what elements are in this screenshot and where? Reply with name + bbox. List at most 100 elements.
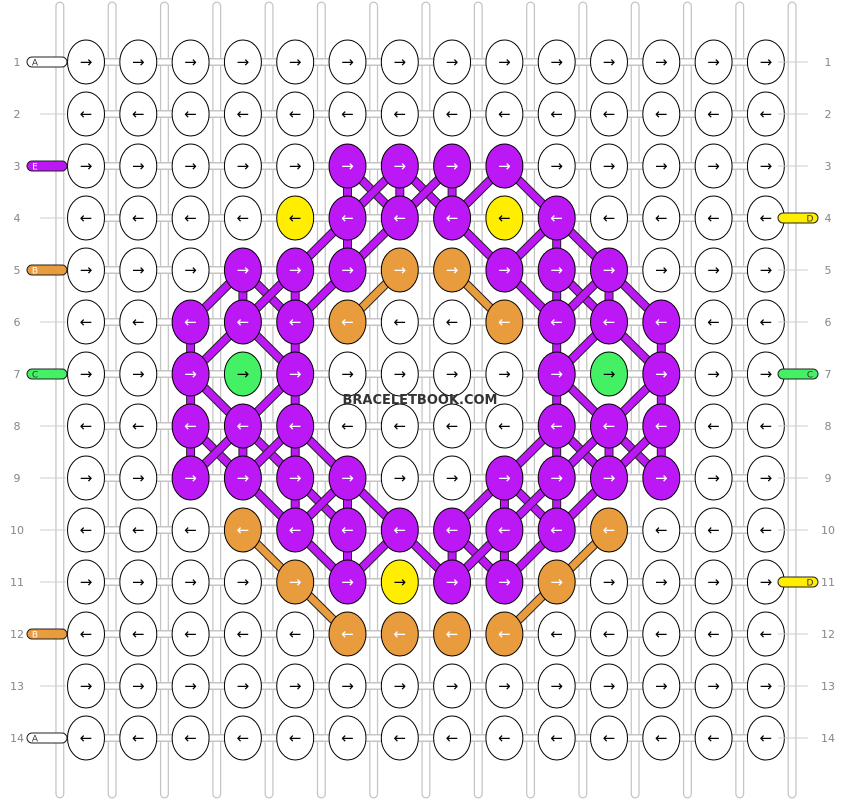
knot-oval bbox=[694, 611, 733, 657]
arrow-right-icon: → bbox=[80, 677, 93, 695]
knot-oval bbox=[694, 663, 733, 709]
knot: ← bbox=[223, 195, 262, 241]
knot-oval bbox=[642, 143, 681, 189]
arrow-right-icon: → bbox=[550, 261, 563, 279]
arrow-left-icon: ← bbox=[289, 729, 302, 747]
knot-oval bbox=[485, 39, 524, 85]
knot: → bbox=[119, 247, 158, 293]
knot-oval bbox=[694, 507, 733, 553]
arrow-left-icon: ← bbox=[603, 729, 616, 747]
arrow-left-icon: ← bbox=[655, 625, 668, 643]
arrow-right-icon: → bbox=[655, 573, 668, 591]
knot: ← bbox=[694, 299, 733, 345]
string-swatch-left: B bbox=[26, 628, 68, 641]
arrow-left-icon: ← bbox=[394, 625, 407, 643]
arrow-left-icon: ← bbox=[655, 313, 668, 331]
knot: ← bbox=[590, 91, 628, 137]
knot: → bbox=[694, 247, 733, 293]
arrow-right-icon: → bbox=[341, 573, 354, 591]
arrow-left-icon: ← bbox=[289, 105, 302, 123]
arrow-left-icon: ← bbox=[655, 417, 668, 435]
knot: → bbox=[119, 351, 158, 397]
knot-oval bbox=[590, 507, 628, 553]
knot: ← bbox=[119, 403, 158, 449]
knot: ← bbox=[537, 403, 576, 449]
arrow-right-icon: → bbox=[184, 53, 197, 71]
knot-oval bbox=[485, 247, 524, 293]
row-label-left: 11 bbox=[10, 576, 24, 589]
knot: → bbox=[67, 663, 105, 709]
knot: → bbox=[590, 663, 628, 709]
arrow-left-icon: ← bbox=[603, 625, 616, 643]
knot-oval bbox=[642, 91, 681, 137]
knot: → bbox=[746, 351, 785, 397]
row-label-right: 1 bbox=[825, 56, 832, 69]
knot: ← bbox=[590, 715, 628, 761]
arrow-right-icon: → bbox=[289, 261, 302, 279]
knot: → bbox=[746, 559, 785, 605]
knot: ← bbox=[328, 403, 367, 449]
arrow-left-icon: ← bbox=[184, 729, 197, 747]
arrow-right-icon: → bbox=[80, 261, 93, 279]
knot-oval bbox=[433, 507, 472, 553]
knot: → bbox=[223, 351, 262, 397]
arrow-left-icon: ← bbox=[550, 209, 563, 227]
arrow-right-icon: → bbox=[132, 157, 145, 175]
knot-oval bbox=[537, 403, 576, 449]
knot: ← bbox=[67, 299, 105, 345]
arrow-right-icon: → bbox=[707, 261, 720, 279]
string-letter: B bbox=[32, 631, 38, 641]
knot: → bbox=[746, 143, 785, 189]
knot: → bbox=[642, 39, 681, 85]
knot-oval bbox=[171, 299, 210, 345]
knot: → bbox=[433, 351, 472, 397]
arrow-right-icon: → bbox=[184, 573, 197, 591]
knot-oval bbox=[119, 195, 158, 241]
knot: ← bbox=[223, 715, 262, 761]
knot-oval bbox=[380, 39, 419, 85]
arrow-right-icon: → bbox=[237, 261, 250, 279]
arrow-left-icon: ← bbox=[760, 209, 773, 227]
knot: → bbox=[67, 455, 105, 501]
arrow-right-icon: → bbox=[237, 53, 250, 71]
knot-oval bbox=[380, 143, 419, 189]
knot-oval bbox=[642, 559, 681, 605]
knot: → bbox=[328, 39, 367, 85]
arrow-right-icon: → bbox=[237, 157, 250, 175]
arrow-right-icon: → bbox=[760, 677, 773, 695]
arrow-right-icon: → bbox=[550, 469, 563, 487]
arrow-left-icon: ← bbox=[446, 521, 459, 539]
knot: → bbox=[119, 663, 158, 709]
knot-oval bbox=[433, 351, 472, 397]
knot: → bbox=[590, 455, 628, 501]
arrow-right-icon: → bbox=[394, 469, 407, 487]
arrow-left-icon: ← bbox=[132, 105, 145, 123]
knot: → bbox=[328, 663, 367, 709]
knot-oval bbox=[433, 455, 472, 501]
knot-oval bbox=[694, 351, 733, 397]
arrow-left-icon: ← bbox=[446, 313, 459, 331]
knot: ← bbox=[67, 611, 105, 657]
knot-oval bbox=[67, 91, 105, 137]
knot-oval bbox=[276, 39, 315, 85]
knot-oval bbox=[590, 455, 628, 501]
knot-oval bbox=[67, 559, 105, 605]
knot: → bbox=[746, 247, 785, 293]
knot: → bbox=[171, 143, 210, 189]
knot-oval bbox=[171, 715, 210, 761]
knot-oval bbox=[119, 143, 158, 189]
watermark: BRACELETBOOK.COM bbox=[343, 393, 498, 408]
knot: ← bbox=[433, 507, 472, 553]
knot-oval bbox=[485, 299, 524, 345]
knot-oval bbox=[642, 715, 681, 761]
knot: ← bbox=[537, 299, 576, 345]
arrow-right-icon: → bbox=[289, 469, 302, 487]
string-letter: D bbox=[807, 579, 814, 589]
knot: → bbox=[433, 39, 472, 85]
arrow-left-icon: ← bbox=[394, 209, 407, 227]
arrow-right-icon: → bbox=[184, 677, 197, 695]
arrow-right-icon: → bbox=[550, 157, 563, 175]
knot: → bbox=[537, 559, 576, 605]
arrow-right-icon: → bbox=[80, 573, 93, 591]
